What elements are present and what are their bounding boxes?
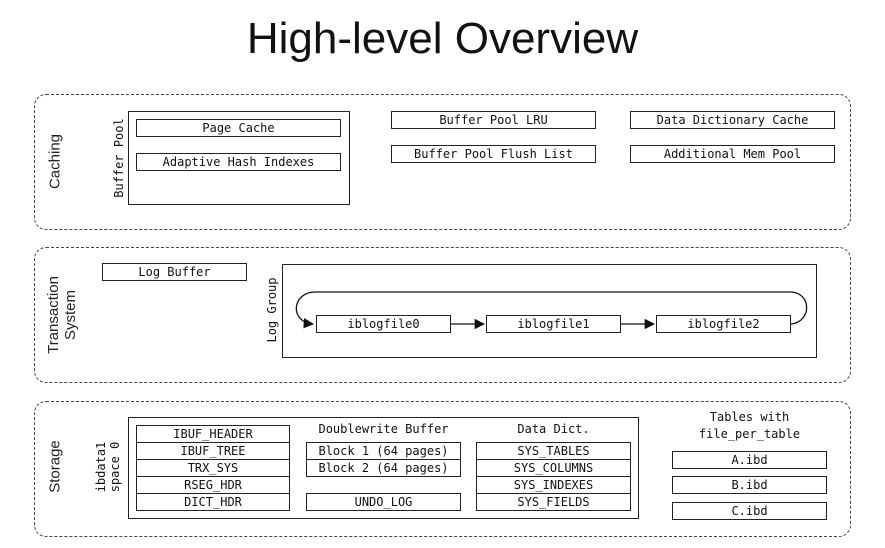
a-ibd-box: A.ibd [672, 451, 827, 469]
caching-section [34, 94, 851, 230]
arrow-logfile2-loop-back [295, 291, 808, 329]
page-title: High-level Overview [246, 14, 639, 63]
sys-indexes-box: SYS_INDEXES [476, 476, 631, 494]
buffer-pool-lru-box: Buffer Pool LRU [391, 111, 596, 129]
b-ibd-box: B.ibd [672, 476, 827, 494]
system-page-dict-hdr: DICT_HDR [136, 493, 290, 511]
data-dictionary-cache-box: Data Dictionary Cache [630, 111, 835, 129]
buffer-pool-flush-list-box: Buffer Pool Flush List [391, 145, 596, 163]
file-per-table-header: Tables with file_per_table [672, 409, 827, 443]
undo-log-box: UNDO_LOG [306, 493, 461, 511]
ibdata1-label-line2: space 0 [108, 441, 122, 493]
ibdata1-label: ibdata1 space 0 [94, 417, 122, 517]
log-group-container [282, 264, 817, 358]
additional-mem-pool-box: Additional Mem Pool [630, 145, 835, 163]
data-dict-header: Data Dict. [517, 422, 590, 436]
file-per-table-header-line2: file_per_table [698, 427, 801, 441]
iblogfile2-box: iblogfile2 [656, 315, 791, 333]
system-page-ibuf-header: IBUF_HEADER [136, 425, 290, 443]
system-page-trx-sys: TRX_SYS [136, 459, 290, 477]
log-buffer-box: Log Buffer [102, 263, 247, 281]
file-per-table-header-line1: Tables with [709, 410, 790, 424]
sys-fields-box: SYS_FIELDS [476, 493, 631, 511]
sys-columns-box: SYS_COLUMNS [476, 459, 631, 477]
sys-tables-box: SYS_TABLES [476, 442, 631, 460]
system-page-rseg-hdr: RSEG_HDR [136, 476, 290, 494]
system-page-ibuf-tree: IBUF_TREE [136, 442, 290, 460]
iblogfile1-box: iblogfile1 [486, 315, 621, 333]
doublewrite-block-1: Block 1 (64 pages) [306, 442, 461, 460]
storage-section-label: Storage [46, 440, 64, 493]
page-cache-box: Page Cache [136, 119, 341, 137]
c-ibd-box: C.ibd [672, 502, 827, 520]
storage-section [34, 401, 851, 537]
iblogfile0-box: iblogfile0 [316, 315, 451, 333]
adaptive-hash-indexes-box: Adaptive Hash Indexes [136, 153, 341, 171]
ibdata1-label-line1: ibdata1 [94, 441, 108, 493]
doublewrite-buffer-header: Doublewrite Buffer [318, 422, 449, 436]
transaction-system-section [34, 247, 851, 383]
doublewrite-block-2: Block 2 (64 pages) [306, 459, 461, 477]
